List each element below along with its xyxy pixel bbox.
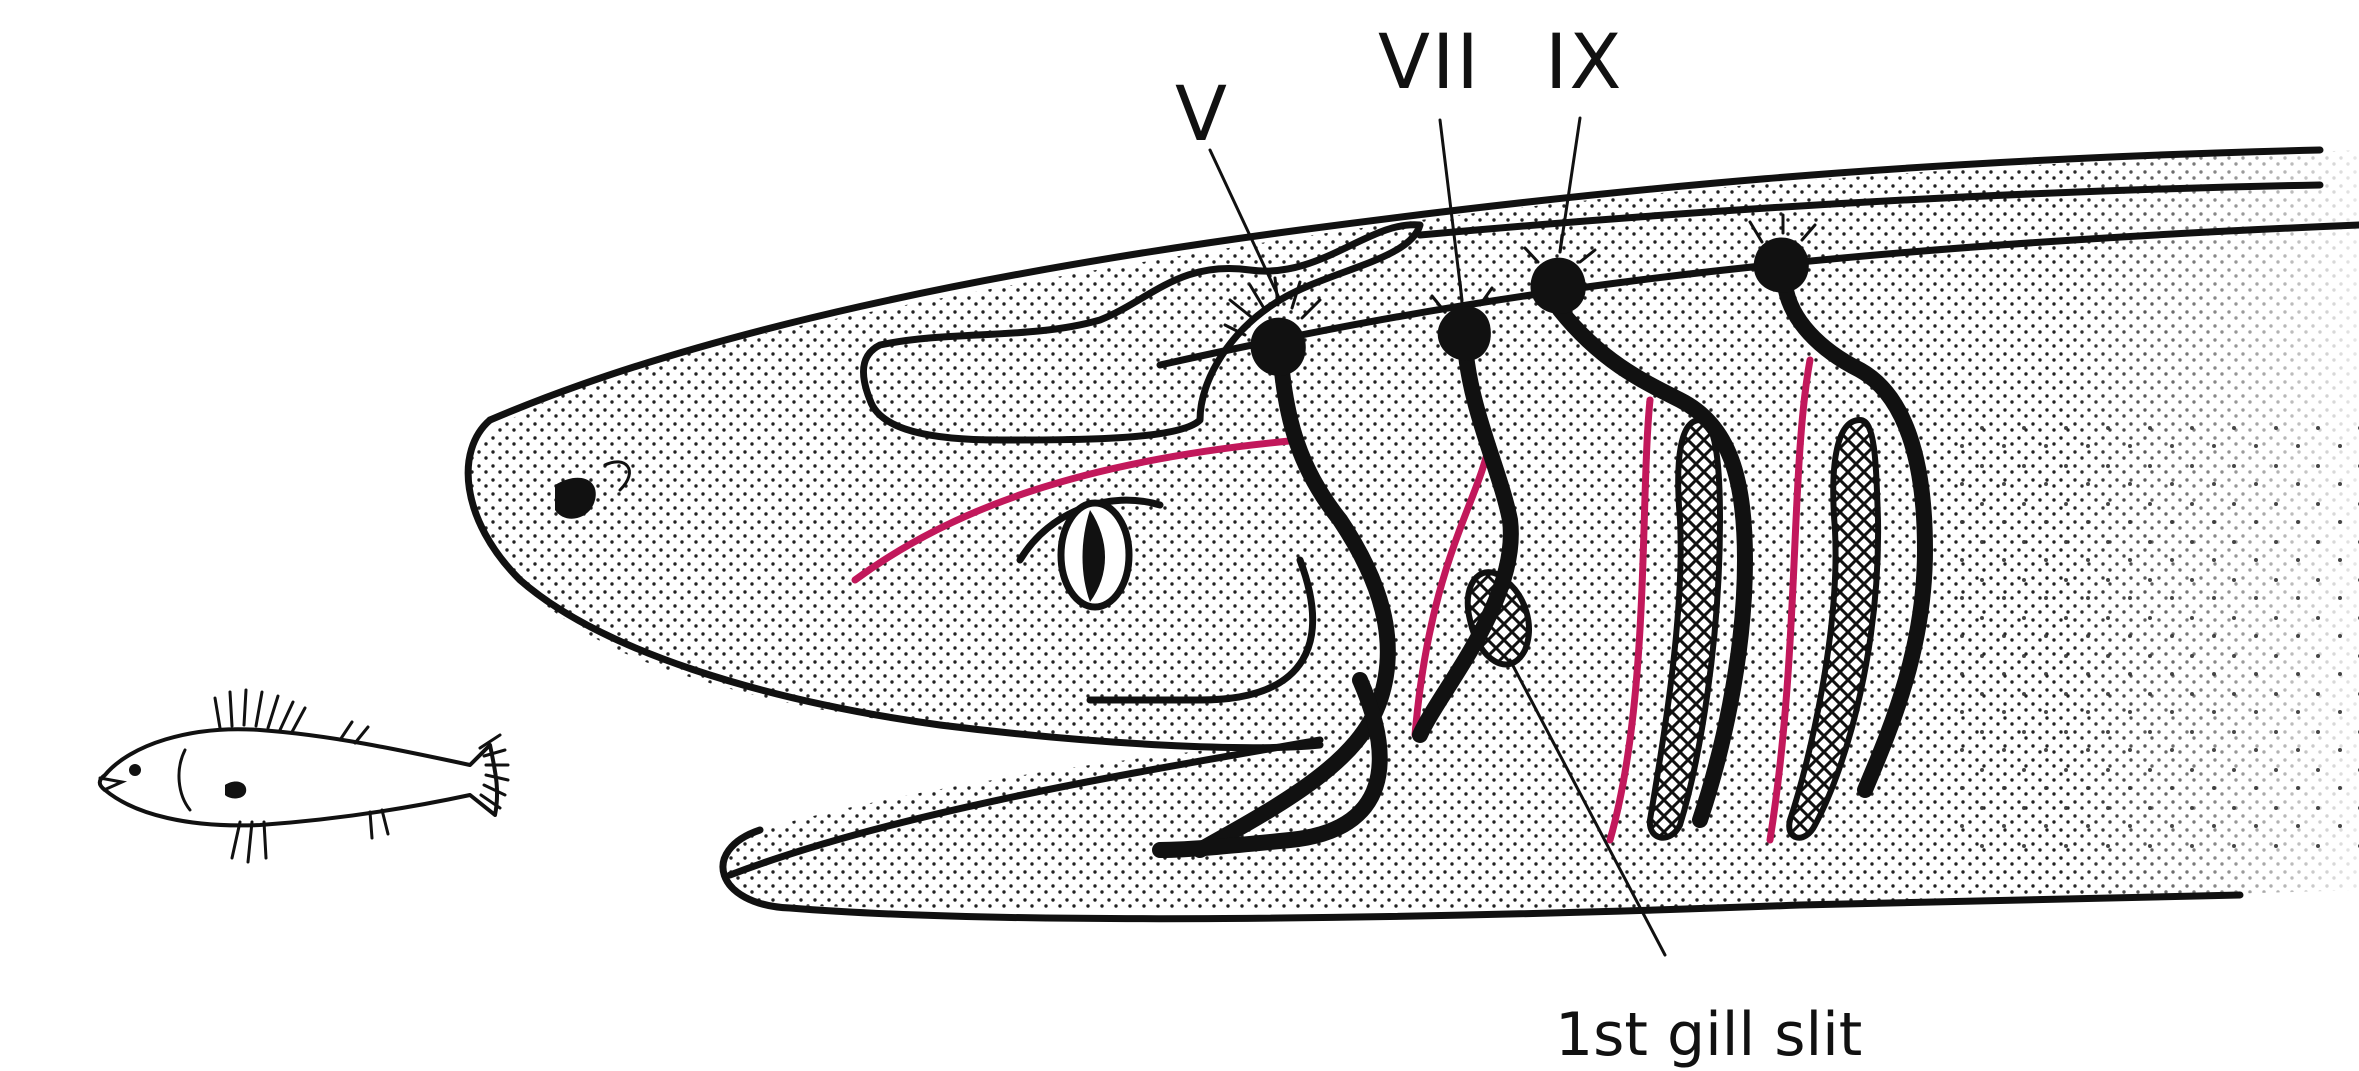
prey-fish-spot — [225, 781, 246, 798]
prey-fish-gill — [179, 750, 190, 810]
body-sparse-dots — [1950, 420, 2359, 860]
nerve-v-ganglion — [1250, 318, 1305, 376]
shark-head — [467, 150, 2359, 910]
prey-fish-ventral-fin — [232, 810, 388, 862]
nerve-x-ganglion — [1754, 238, 1809, 293]
label-nerve-v: V — [1175, 69, 1229, 158]
prey-fish-body — [100, 729, 497, 825]
prey-fish-eye — [129, 764, 141, 776]
label-gill-slit: 1st gill slit — [1555, 1000, 1862, 1070]
prey-fish-dorsal-fin — [215, 690, 368, 743]
label-nerve-ix: IX — [1545, 17, 1623, 106]
prey-fish-icon — [100, 690, 508, 862]
nerve-ix-ganglion — [1530, 258, 1585, 314]
label-nerve-vii: VII — [1378, 17, 1481, 106]
